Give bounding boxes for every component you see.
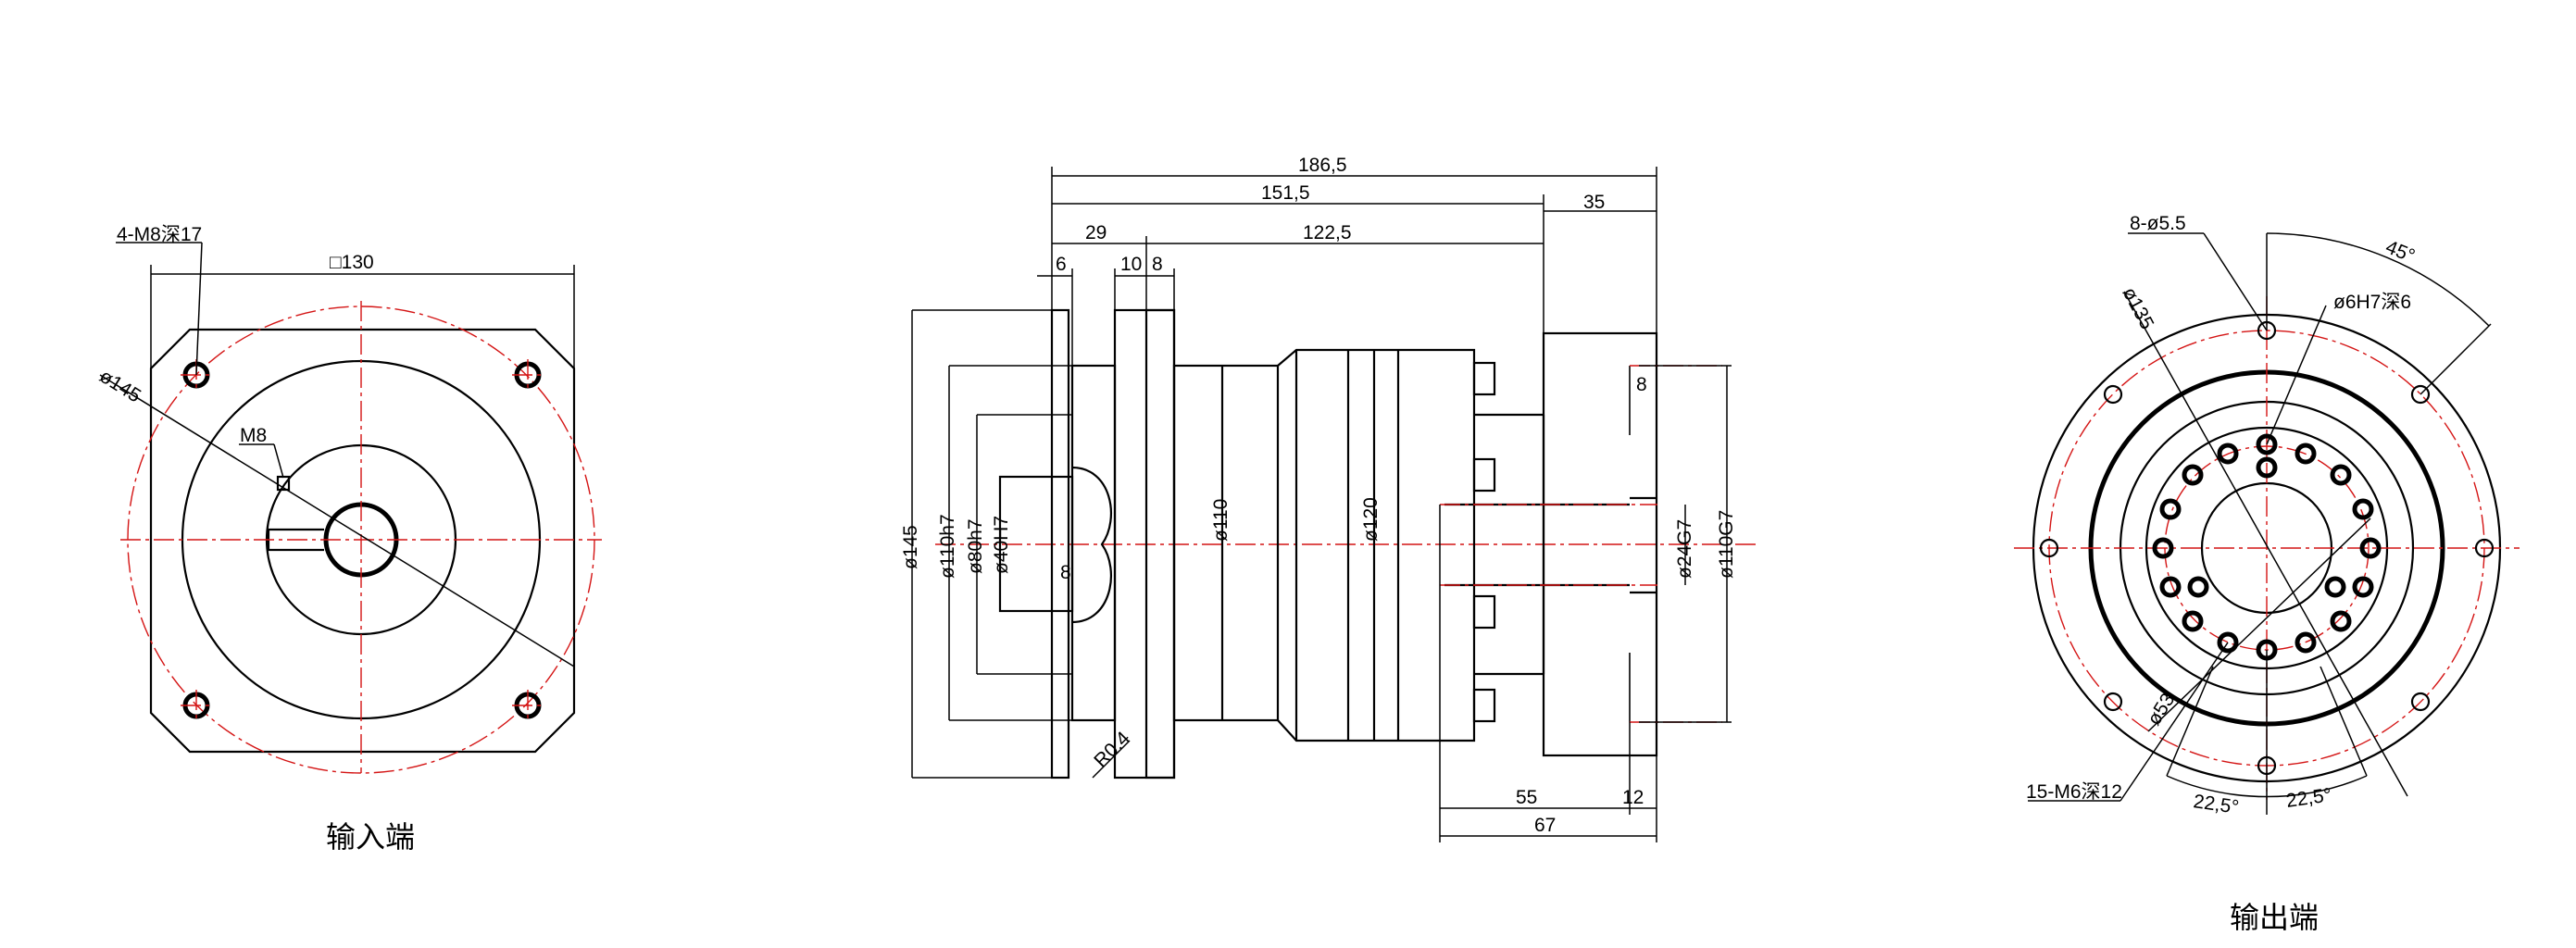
input-end-view: 4-M8深17 □130 ø145 M8 输入端	[95, 224, 602, 854]
input-view-caption: 输入端	[326, 819, 415, 854]
input-bolts-label: 4-M8深17	[117, 224, 202, 245]
output-view-caption: 输出端	[2230, 900, 2319, 935]
out-pcd-label: ø135	[2119, 284, 2158, 333]
len-122-label: 122,5	[1303, 222, 1352, 243]
out-angle-label: 45°	[2382, 236, 2418, 267]
dia-24G7-label: ø24G7	[1674, 519, 1695, 579]
dia-110G7-label: ø110G7	[1716, 510, 1737, 579]
side-input-flange	[1050, 308, 1070, 780]
dia-40H7-label: ø40H7	[991, 516, 1012, 574]
input-thread-label: M8	[240, 425, 267, 446]
len-35-label: 35	[1583, 192, 1605, 213]
out-threads-label: 15-M6深12	[2026, 781, 2122, 803]
input-square-label: □130	[330, 252, 374, 273]
len-10-label: 10	[1120, 254, 1142, 275]
dia-120-label: ø120	[1360, 497, 1382, 542]
side-housing-120	[1277, 348, 1476, 742]
input-pcd-label: ø145	[95, 366, 144, 407]
out-holes-label: 8-ø5.5	[2130, 213, 2186, 234]
out-ang2-label: 22,5°	[2284, 784, 2332, 812]
len-6-label: 6	[1056, 254, 1067, 275]
input-flange-outline	[149, 328, 576, 754]
output-end-view: 8-ø5.5 ø135 ø6H7深6 45° ø53 15-M6深12 22,5…	[2014, 213, 2520, 935]
side-section-view: 186,5 151,5 35 29 122,5 6 10 8 ø145 ø110…	[900, 155, 1759, 842]
len-12-label: 12	[1622, 787, 1644, 808]
len-29-label: 29	[1085, 222, 1107, 243]
len-8-label: 8	[1152, 254, 1163, 275]
side-bolt-heads	[1472, 361, 1545, 723]
key-8-label: 8	[1060, 562, 1071, 583]
out-8-label: 8	[1636, 374, 1647, 395]
len-55-label: 55	[1516, 787, 1537, 808]
len-151-label: 151,5	[1261, 182, 1310, 204]
dia-110-label: ø110	[1210, 499, 1232, 542]
dia-110h7-label: ø110h7	[937, 514, 958, 579]
len-67-label: 67	[1534, 815, 1556, 836]
side-pilot-body	[1070, 364, 1117, 722]
side-output-flange	[1542, 331, 1658, 757]
len-total-label: 186,5	[1298, 155, 1347, 176]
side-input-shaft-curve	[1071, 466, 1113, 624]
output-thread-holes	[2152, 433, 2382, 661]
dia-80h7-label: ø80h7	[965, 518, 986, 574]
out-pin-label: ø6H7深6	[2333, 292, 2411, 313]
dia-145-label: ø145	[900, 525, 921, 569]
side-housing-110	[1172, 364, 1280, 722]
side-output-shaft	[1444, 496, 1657, 594]
radius-label: R0.4	[1090, 728, 1134, 772]
